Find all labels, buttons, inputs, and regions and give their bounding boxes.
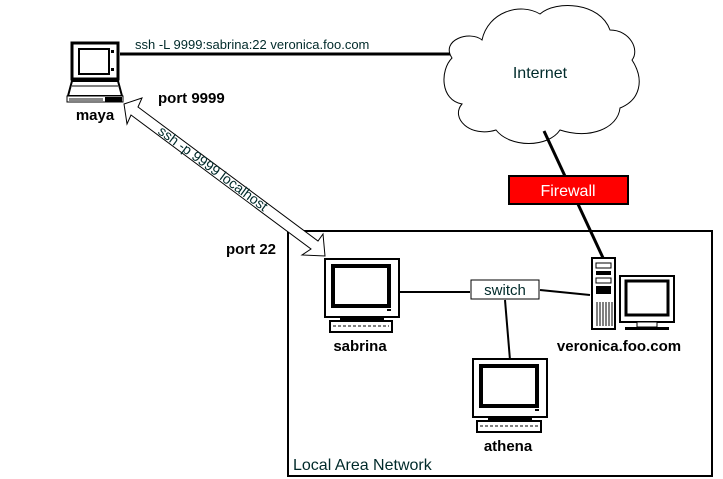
sabrina-workstation-icon: [324, 258, 400, 333]
tunnel-command-label: ssh -L 9999:sabrina:22 veronica.foo.com: [135, 37, 369, 52]
veronica-label: veronica.foo.com: [557, 338, 681, 355]
internet-label: Internet: [513, 65, 568, 82]
athena-label: athena: [484, 438, 533, 455]
ssh-double-arrow-icon: [123, 97, 326, 257]
port-22-label: port 22: [226, 241, 276, 258]
local-command-label: ssh -p 9999 localhost: [155, 123, 271, 215]
veronica-server-icon: [591, 257, 675, 330]
firewall-box: [508, 175, 629, 205]
switch-label: switch: [484, 282, 526, 299]
sabrina-label: sabrina: [333, 338, 387, 355]
lan-label: Local Area Network: [293, 457, 433, 474]
firewall-label: Firewall: [540, 183, 595, 200]
lan-boundary: [287, 230, 713, 477]
switch-athena-link: [504, 299, 511, 361]
maya-label: maya: [76, 107, 115, 124]
switch-veronica-link: [539, 289, 591, 296]
switch-box: [470, 279, 540, 300]
maya-laptop-icon: [66, 41, 124, 103]
internet-cloud-icon: [443, 5, 640, 144]
athena-workstation-icon: [472, 358, 548, 433]
port-9999-label: port 9999: [158, 90, 225, 107]
